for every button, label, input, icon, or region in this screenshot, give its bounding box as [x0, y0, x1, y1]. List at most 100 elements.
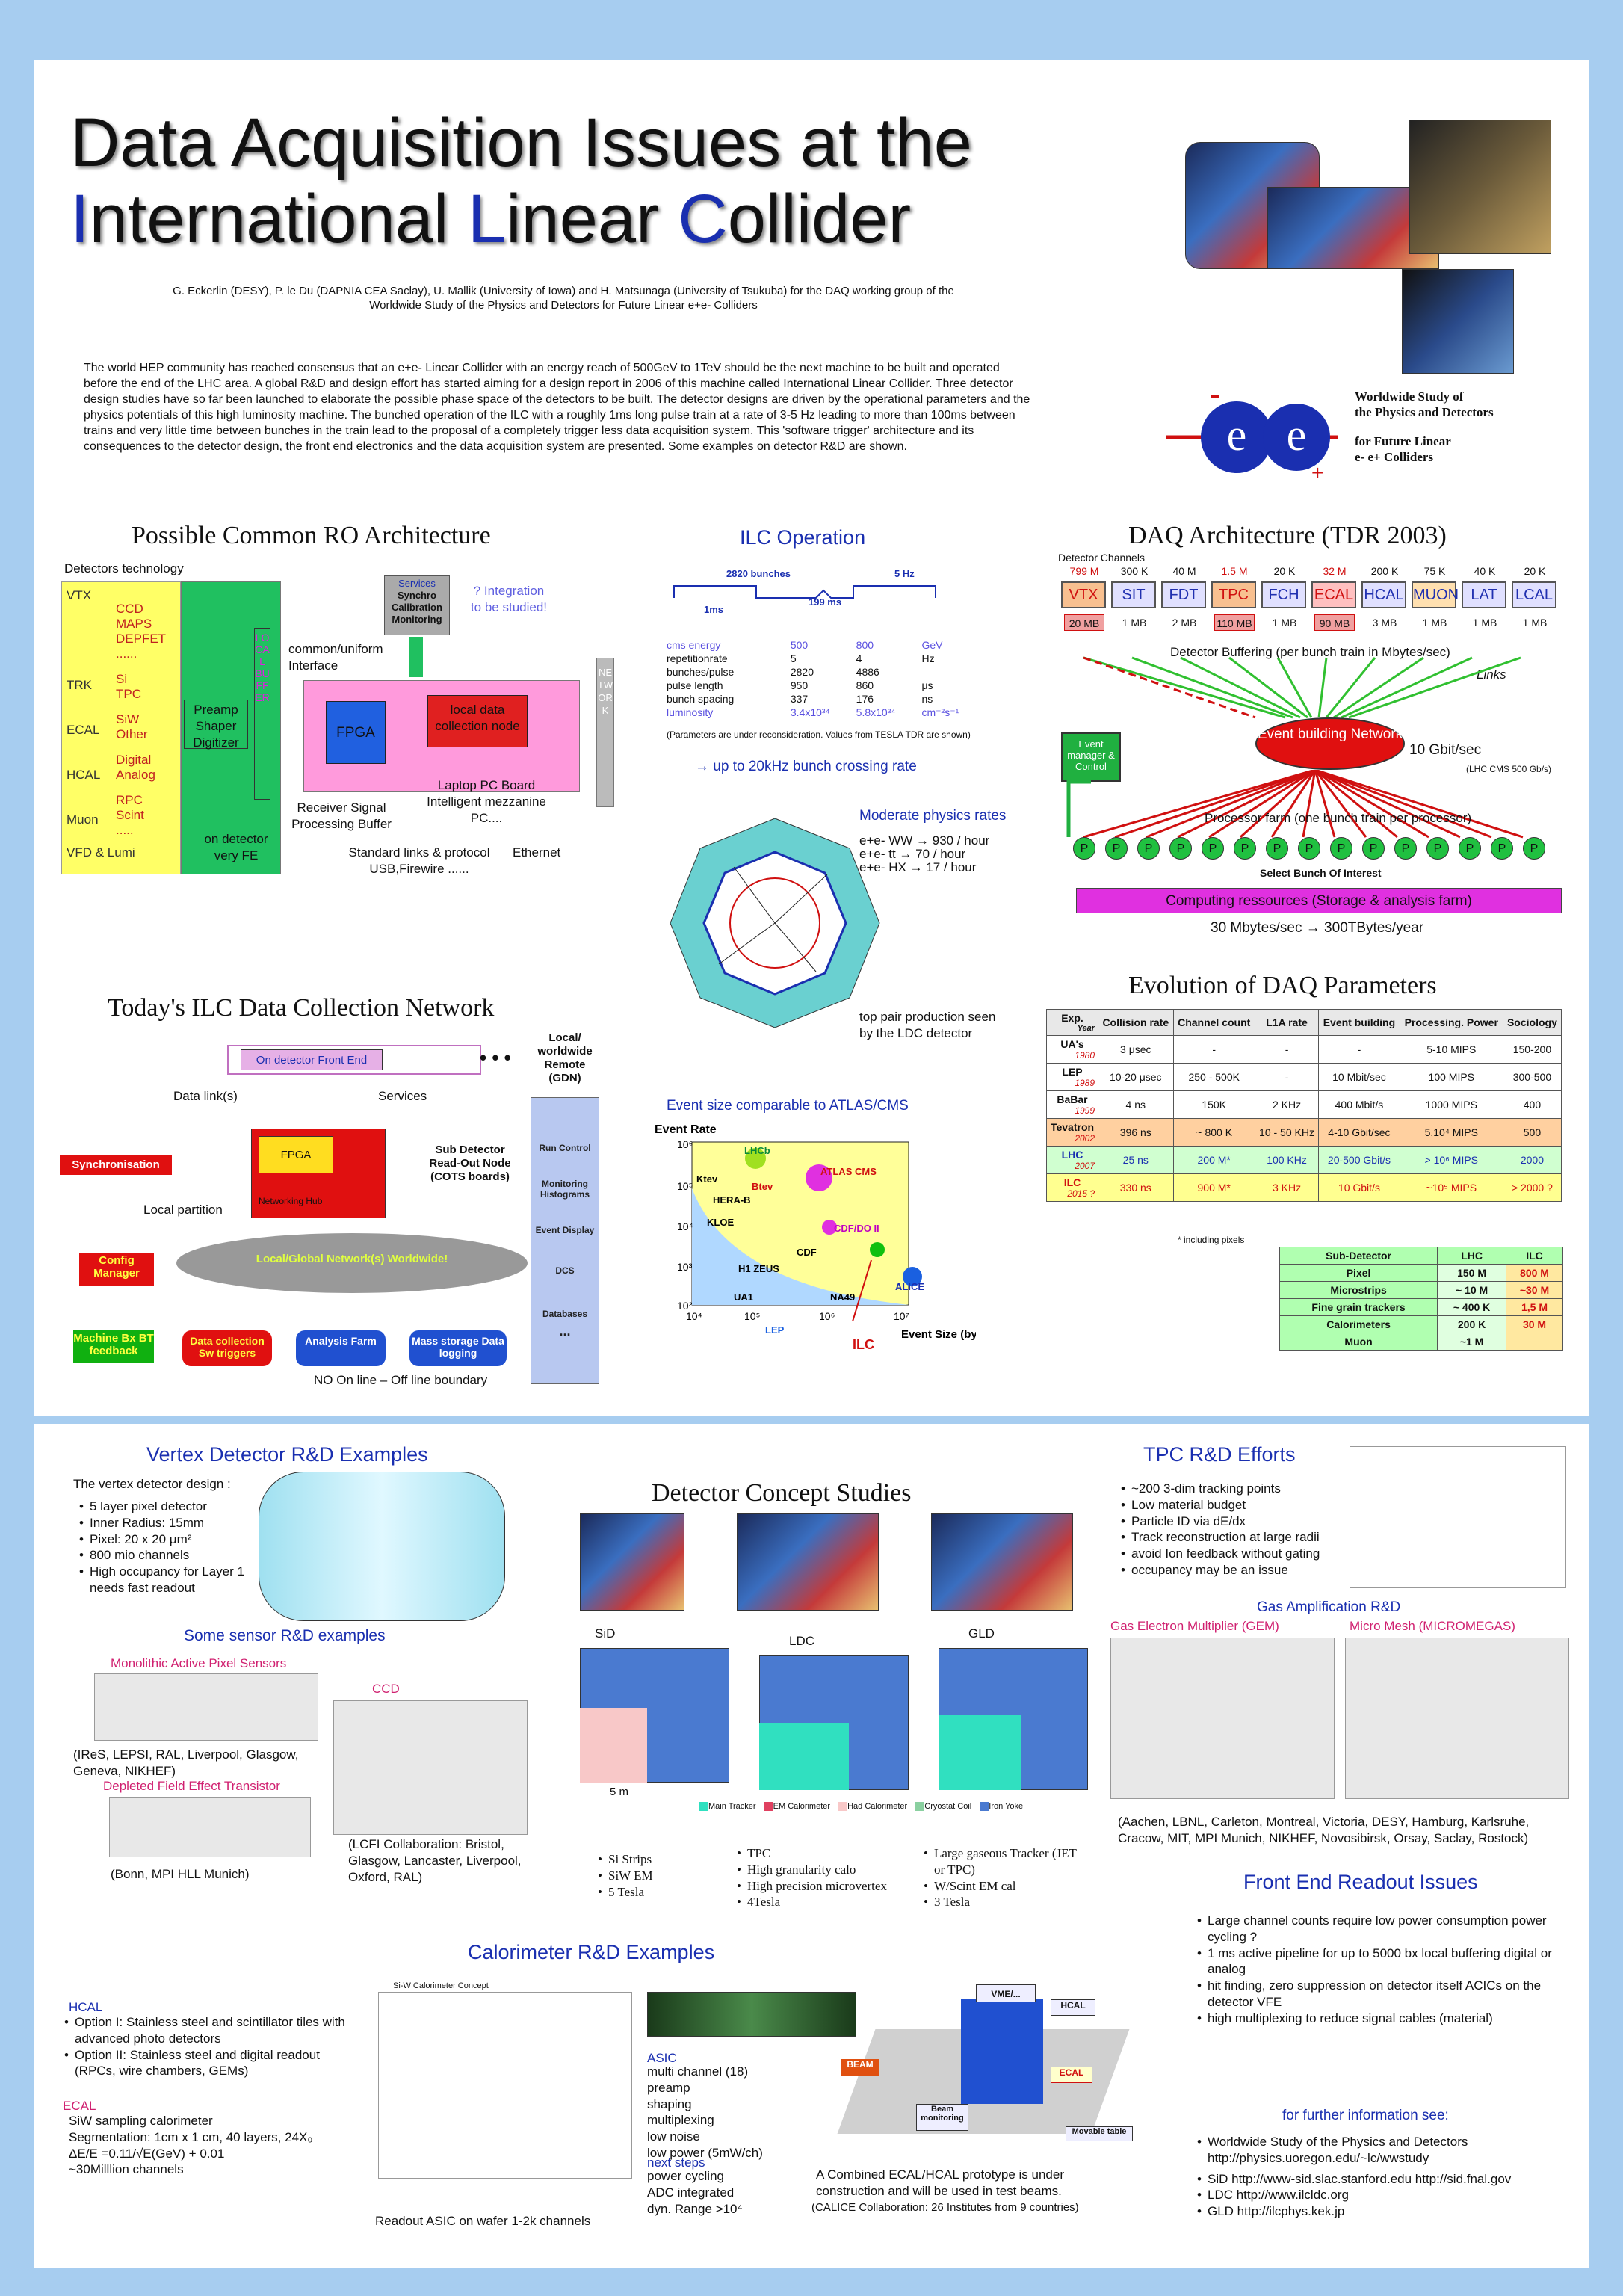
evo-cell: > 2000 ? [1502, 1173, 1562, 1202]
ccd-image [333, 1700, 528, 1835]
svg-text:10⁴: 10⁴ [686, 1310, 702, 1322]
moderate-rates-title: Moderate physics rates [859, 808, 1007, 824]
info-links: Worldwide Study of the Physics and Detec… [1197, 2134, 1556, 2220]
svg-text:LHCb: LHCb [744, 1145, 770, 1156]
evo-cell: > 10⁶ MIPS [1399, 1146, 1503, 1174]
abstract: The world HEP community has reached cons… [84, 362, 1030, 453]
buffer-size: 1 MB [1422, 617, 1447, 629]
onfe-box: On detector Front End [241, 1049, 383, 1070]
evo-cell: 150K [1172, 1090, 1255, 1119]
ilc-param-cell: 3.4x10³⁴ [790, 706, 830, 718]
svg-text:ILC: ILC [853, 1337, 874, 1352]
evo-cell: 3 KHz [1254, 1173, 1320, 1202]
detector-box-tpc: TPC [1211, 581, 1256, 608]
evo-cell: 500 [1502, 1118, 1562, 1147]
sub-row: Muon~1 M [1279, 1333, 1563, 1351]
ilc-param-cell: 860 [856, 679, 874, 691]
gld-image [931, 1513, 1073, 1611]
ldc-image [737, 1513, 879, 1611]
maps-title: Monolithic Active Pixel Sensors [111, 1656, 287, 1670]
bonn-label: (Bonn, MPI HLL Munich) [111, 1867, 250, 1881]
network-bar: NETWORK [596, 658, 614, 807]
ecal-title: ECAL [63, 2099, 96, 2113]
ilc-param-cell: 176 [856, 693, 874, 705]
ilc-param-cell: 5.8x10³⁴ [856, 706, 896, 718]
siw-concept-image [378, 1992, 632, 2179]
ilc-params-note: (Parameters are under reconsideration. V… [667, 729, 971, 740]
preamp-box: Preamp Shaper Digitizer [184, 700, 248, 750]
ilc-param-cell: luminosity [667, 706, 714, 718]
evo-cell: 300-500 [1502, 1063, 1562, 1091]
evo-cell: 400 Mbit/s [1318, 1090, 1400, 1119]
evo-cell: 250 - 500K [1172, 1063, 1255, 1091]
sync-box: Synchronisation [60, 1155, 172, 1175]
buffer-size: 1 MB [1522, 617, 1548, 629]
svg-text:ATLAS CMS: ATLAS CMS [820, 1166, 877, 1177]
ilc-param-cell: cm⁻²s⁻¹ [921, 706, 959, 718]
detector-box-hcal: HCAL [1361, 581, 1406, 608]
ilc-param-cell: μs [921, 679, 933, 691]
concept-diagrams: SiD LDC GLD 5 m Main Tracker EM Calorime… [580, 1626, 1088, 1835]
processor-node: P [1169, 837, 1192, 860]
evo-cell: 10 Gbit/s [1318, 1173, 1400, 1202]
gld-list: Large gaseous Tracker (JET or TPC)W/Scin… [924, 1845, 1081, 1910]
fpga-box: FPGA [326, 701, 386, 764]
svg-text:Ktev: Ktev [696, 1173, 718, 1185]
local-buffer: LOCAL BUFFER [254, 628, 270, 800]
ethernet-label: Ethernet [513, 845, 561, 860]
evo-cell: 4-10 Gbit/sec [1318, 1118, 1400, 1147]
gem-title: Gas Electron Multiplier (GEM) [1110, 1619, 1279, 1633]
evo-cell: - [1254, 1035, 1320, 1064]
top-pair-label: top pair production seen by the LDC dete… [859, 1010, 996, 1040]
sub-cell: Microstrips [1279, 1281, 1438, 1299]
evo-cell: - [1172, 1035, 1255, 1064]
processor-node: P [1202, 837, 1224, 860]
lcfi-label: (LCFI Collaboration: Bristol, Glasgow, L… [348, 1837, 522, 1884]
evplot-ylabel: Event Rate [655, 1123, 717, 1136]
channel-count: 75 K [1423, 565, 1446, 577]
svg-text:KLOE: KLOE [707, 1217, 734, 1228]
hcal-options: Option I: Stainless steel and scintillat… [64, 2014, 356, 2079]
buffer-size: 90 MB [1314, 614, 1355, 631]
evo-cell: 5.10⁴ MIPS [1399, 1118, 1503, 1147]
svg-text:Btev: Btev [752, 1181, 773, 1192]
svg-text:10⁵: 10⁵ [677, 1180, 693, 1192]
svg-text:10³: 10³ [677, 1261, 693, 1273]
daq-links-lines [1083, 656, 1521, 719]
calice-label: (CALICE Collaboration: 26 Institutes fro… [812, 2201, 1079, 2214]
sub-cell: Muon [1279, 1333, 1438, 1351]
evo-cell: 2 KHz [1254, 1090, 1320, 1119]
ellipsis-dots: • • • [480, 1046, 511, 1069]
processor-farm-label: Processor farm (one bunch train per proc… [1205, 811, 1472, 825]
svg-text:e: e [1287, 410, 1307, 460]
svg-text:NA49: NA49 [830, 1292, 855, 1303]
buffering-label: Detector Buffering (per bunch train in M… [1170, 645, 1450, 659]
prototype-image: VME/... HCAL ECAL BEAM Beam monitoring M… [837, 1977, 1140, 2149]
sid-image [580, 1513, 684, 1611]
evo-cell: 900 M* [1172, 1173, 1255, 1202]
evo-header-cell: Exp.Year [1045, 1009, 1099, 1036]
gas-amp-title: Gas Amplification R&D [1257, 1599, 1401, 1615]
ccd-title: CCD [372, 1682, 400, 1696]
ilc-param-cell: GeV [921, 639, 943, 651]
processor-node: P [1298, 837, 1320, 860]
processor-node: P [1234, 837, 1256, 860]
hub-label: Networking Hub [259, 1196, 323, 1206]
processor-node: P [1459, 837, 1481, 860]
evplot-xlabel: Event Size (bytes) [901, 1328, 976, 1341]
buffer-size: 1 MB [1122, 617, 1147, 629]
tpc-institutes: (Aachen, LBNL, Carleton, Montreal, Victo… [1118, 1815, 1530, 1845]
sub-cell: ~ 400 K [1437, 1298, 1507, 1316]
